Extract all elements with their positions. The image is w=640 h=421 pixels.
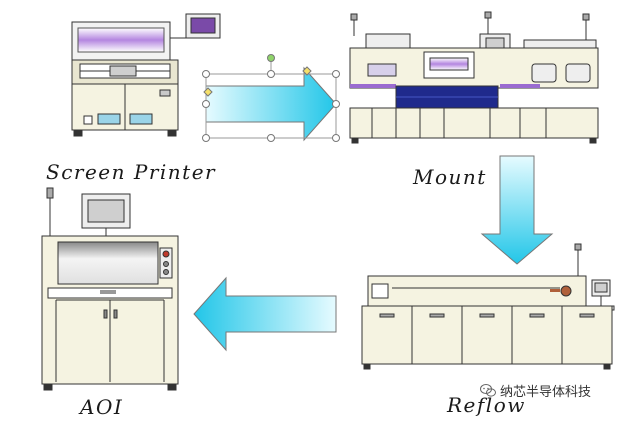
wechat-icon <box>480 384 496 397</box>
selection-handles <box>202 54 340 142</box>
aoi-machine <box>41 187 179 391</box>
screen-printer-machine <box>71 13 221 137</box>
label-reflow: Reflow <box>447 393 526 417</box>
label-aoi: AOI <box>80 395 124 419</box>
label-mount: Mount <box>413 165 487 189</box>
arrow-reflow-to-aoi <box>193 276 337 352</box>
reflow-oven-machine <box>361 243 615 370</box>
watermark: 纳芯半导体科技 <box>480 381 591 400</box>
mount-machine <box>349 11 599 144</box>
watermark-text: 纳芯半导体科技 <box>500 385 592 400</box>
arrow-mount-to-reflow <box>480 155 554 265</box>
label-screen-printer: Screen Printer <box>46 160 217 184</box>
arrow-printer-to-mount <box>202 54 340 142</box>
